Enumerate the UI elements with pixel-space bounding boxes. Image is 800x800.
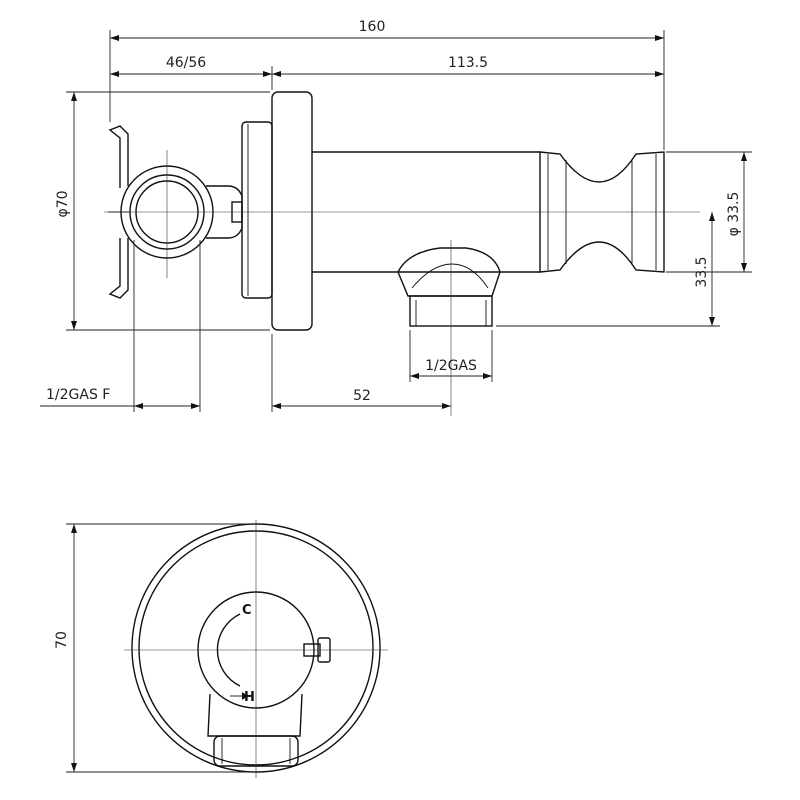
- front-view: C H: [124, 520, 388, 778]
- hot-mark: H: [244, 690, 255, 705]
- cold-mark: C: [242, 603, 252, 618]
- wall-flange: [271, 91, 313, 331]
- front-outlet-body: [207, 693, 303, 737]
- dim-handle-depth: 46/56: [166, 55, 206, 71]
- dim-overall-length: 160: [359, 19, 386, 35]
- dim-spout-length: 113.5: [448, 55, 488, 71]
- side-view: [104, 91, 700, 416]
- dim-flange-diameter: φ70: [55, 190, 71, 217]
- dim-outlet-offset: 33.5: [694, 256, 710, 287]
- dim-outlet-thread: 1/2GAS: [425, 358, 477, 374]
- dim-outlet-position: 52: [353, 388, 371, 404]
- dim-spout-diameter: φ 33.5: [726, 192, 742, 237]
- outlet-nozzle: [397, 247, 501, 297]
- front-view-dimensions: 70: [54, 523, 256, 773]
- dim-inlet-thread: 1/2GAS F: [46, 387, 110, 403]
- dim-flange-height: 70: [54, 631, 70, 649]
- mounting-plate: [241, 121, 273, 299]
- hot-arrow-icon: [230, 692, 248, 700]
- side-view-dimensions: 160 46/56 113.5 φ70 φ 33.5 33.5 1/2GAS: [40, 19, 752, 412]
